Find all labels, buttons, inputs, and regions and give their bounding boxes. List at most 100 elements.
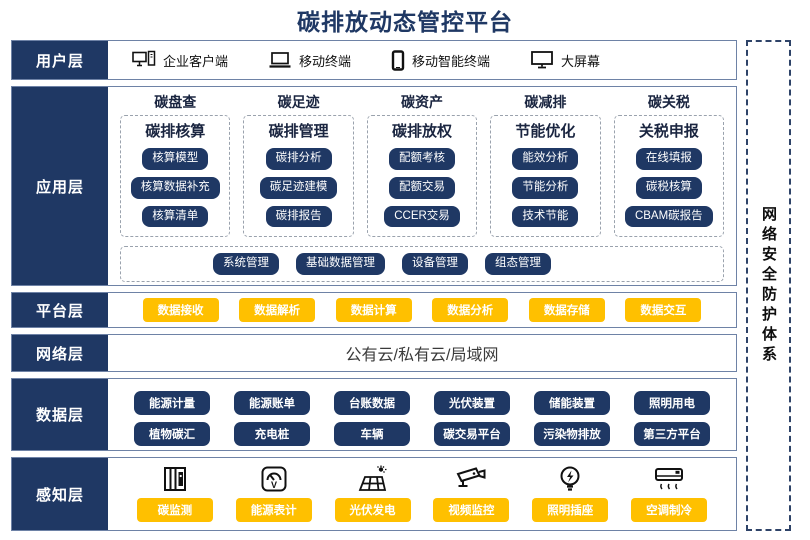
solar-power-icon — [357, 461, 389, 493]
energy-meter-icon: V — [260, 461, 288, 493]
sense-item-carbon-monitoring: 碳监测 — [136, 461, 213, 522]
data-item: 植物碳汇 — [134, 422, 210, 446]
network-layer-text: 公有云/私有云/局域网 — [345, 347, 499, 364]
platform-item: 数据分析 — [432, 298, 509, 322]
security-protection-label: 网络安全防护体系 — [760, 205, 777, 366]
data-item: 第三方平台 — [634, 422, 710, 446]
data-item: 照明用电 — [634, 391, 710, 415]
perception-layer-band: 感知层 碳监测 V 能源表计 光伏发电 — [11, 457, 737, 531]
platform-item: 数据计算 — [335, 298, 412, 322]
app-column-header: 碳资产 — [401, 94, 444, 110]
user-item-smart-mobile-terminal: 移动智能终端 — [391, 49, 491, 71]
app-column-subheader: 碳排放权 — [392, 123, 453, 140]
platform-layer-band: 平台层 数据接收 数据解析 数据计算 数据分析 数据存储 数据交互 — [11, 292, 737, 328]
platform-layer-content: 数据接收 数据解析 数据计算 数据分析 数据存储 数据交互 — [108, 293, 736, 327]
sense-item-label: 照明插座 — [532, 498, 609, 522]
app-common-box: 系统管理 基础数据管理 设备管理 组态管理 — [120, 246, 724, 282]
app-common-pill: 设备管理 — [402, 253, 468, 275]
data-item: 光伏装置 — [434, 391, 510, 415]
data-item: 能源账单 — [234, 391, 310, 415]
app-common-pill: 组态管理 — [485, 253, 551, 275]
sense-item-solar-power: 光伏发电 — [334, 461, 411, 522]
app-column-subheader: 关税申报 — [638, 123, 699, 140]
network-layer-band: 网络层 公有云/私有云/局域网 — [11, 334, 737, 372]
app-pill: 核算模型 — [142, 148, 209, 170]
app-pill: 在线填报 — [635, 148, 702, 170]
app-column-carbon-asset: 碳资产 碳排放权 配额考核 配额交易 CCER交易 — [366, 92, 478, 237]
data-item: 车辆 — [334, 422, 410, 446]
app-column-header: 碳关税 — [647, 94, 690, 110]
desktop-client-icon — [132, 50, 156, 70]
sense-item-label: 视频监控 — [433, 498, 510, 522]
perception-layer-label: 感知层 — [12, 458, 108, 530]
data-item: 台账数据 — [334, 391, 410, 415]
app-column-subheader: 碳排核算 — [145, 123, 206, 140]
perception-layer-content: 碳监测 V 能源表计 光伏发电 视频监控 — [108, 458, 736, 530]
app-column-header: 碳足迹 — [277, 94, 320, 110]
app-common-pill: 基础数据管理 — [296, 253, 385, 275]
app-pill: 配额交易 — [389, 176, 456, 199]
app-pill: 节能分析 — [512, 176, 579, 199]
user-layer-label: 用户层 — [12, 41, 108, 79]
app-pill: 碳税核算 — [635, 176, 702, 199]
app-column-carbon-tariff: 碳关税 关税申报 在线填报 碳税核算 CBAM碳报告 — [613, 92, 725, 237]
data-item: 储能装置 — [534, 391, 610, 415]
data-item: 污染物排放 — [534, 422, 610, 446]
user-item-label: 移动智能终端 — [412, 53, 491, 69]
laptop-icon — [268, 51, 292, 69]
security-protection-box: 网络安全防护体系 — [746, 40, 791, 531]
sense-item-lighting-socket: 照明插座 — [532, 461, 609, 522]
sense-item-energy-meter: V 能源表计 — [235, 461, 312, 522]
platform-item: 数据存储 — [528, 298, 605, 322]
app-pill: 碳排分析 — [265, 148, 332, 170]
platform-item: 数据接收 — [142, 298, 219, 322]
data-layer-band: 数据层 能源计量 能源账单 台账数据 光伏装置 储能装置 照明用电 植物碳汇 充… — [11, 378, 737, 451]
app-column-box: 关税申报 在线填报 碳税核算 CBAM碳报告 — [613, 115, 725, 237]
app-pill: 核算清单 — [142, 205, 209, 228]
app-column-header: 碳盘查 — [154, 94, 197, 110]
smartphone-icon — [391, 49, 405, 71]
app-column-carbon-reduction: 碳减排 节能优化 能效分析 节能分析 技术节能 — [490, 92, 601, 237]
sense-item-label: 光伏发电 — [334, 498, 411, 522]
air-conditioner-icon — [653, 461, 685, 493]
app-pill: CCER交易 — [384, 205, 460, 228]
application-layer-content: 碳盘查 碳排核算 核算模型 核算数据补充 核算清单 碳足迹 碳排管理 碳排分析 … — [108, 87, 736, 285]
sense-item-label: 能源表计 — [235, 498, 312, 522]
platform-item: 数据交互 — [625, 298, 702, 322]
application-columns: 碳盘查 碳排核算 核算模型 核算数据补充 核算清单 碳足迹 碳排管理 碳排分析 … — [108, 87, 736, 237]
user-item-label: 大屏幕 — [561, 53, 601, 69]
app-column-subheader: 碳排管理 — [268, 123, 329, 140]
network-layer-label: 网络层 — [12, 335, 108, 371]
app-pill: 配额考核 — [389, 148, 456, 170]
sense-item-label: 碳监测 — [136, 498, 213, 522]
app-common-pill: 系统管理 — [213, 253, 279, 275]
architecture-diagram: 用户层 企业客户端 移动终端 移动智能终端 — [11, 40, 737, 531]
app-column-subheader: 节能优化 — [515, 123, 576, 140]
lighting-socket-icon — [557, 461, 583, 493]
user-item-big-screen: 大屏幕 — [530, 50, 600, 70]
user-layer-band: 用户层 企业客户端 移动终端 移动智能终端 — [11, 40, 737, 80]
sense-item-air-conditioning: 空调制冷 — [631, 461, 708, 522]
application-layer-band: 应用层 碳盘查 碳排核算 核算模型 核算数据补充 核算清单 碳足迹 碳排管理 — [11, 86, 737, 286]
app-column-carbon-footprint: 碳足迹 碳排管理 碳排分析 碳足迹建模 碳排报告 — [243, 92, 354, 237]
app-pill: CBAM碳报告 — [624, 205, 713, 228]
app-column-box: 碳排管理 碳排分析 碳足迹建模 碳排报告 — [243, 115, 354, 237]
app-pill: 碳排报告 — [265, 205, 332, 228]
app-pill: 核算数据补充 — [130, 176, 220, 199]
user-item-label: 企业客户端 — [163, 53, 229, 69]
app-column-carbon-inventory: 碳盘查 碳排核算 核算模型 核算数据补充 核算清单 — [120, 92, 231, 237]
data-item: 碳交易平台 — [434, 422, 510, 446]
user-layer-content: 企业客户端 移动终端 移动智能终端 大屏幕 — [108, 41, 736, 79]
platform-layer-label: 平台层 — [12, 293, 108, 327]
svg-text:V: V — [271, 480, 277, 490]
data-layer-content: 能源计量 能源账单 台账数据 光伏装置 储能装置 照明用电 植物碳汇 充电桩 车… — [108, 379, 736, 450]
user-item-label: 移动终端 — [299, 53, 352, 69]
app-pill: 技术节能 — [512, 205, 579, 228]
page-title: 碳排放动态管控平台 — [297, 9, 513, 35]
user-item-mobile-terminal: 移动终端 — [268, 51, 351, 70]
data-item: 充电桩 — [234, 422, 310, 446]
user-item-enterprise-client: 企业客户端 — [132, 50, 228, 70]
app-column-header: 碳减排 — [524, 94, 567, 110]
big-screen-icon — [530, 50, 554, 70]
carbon-monitor-icon — [161, 461, 189, 493]
